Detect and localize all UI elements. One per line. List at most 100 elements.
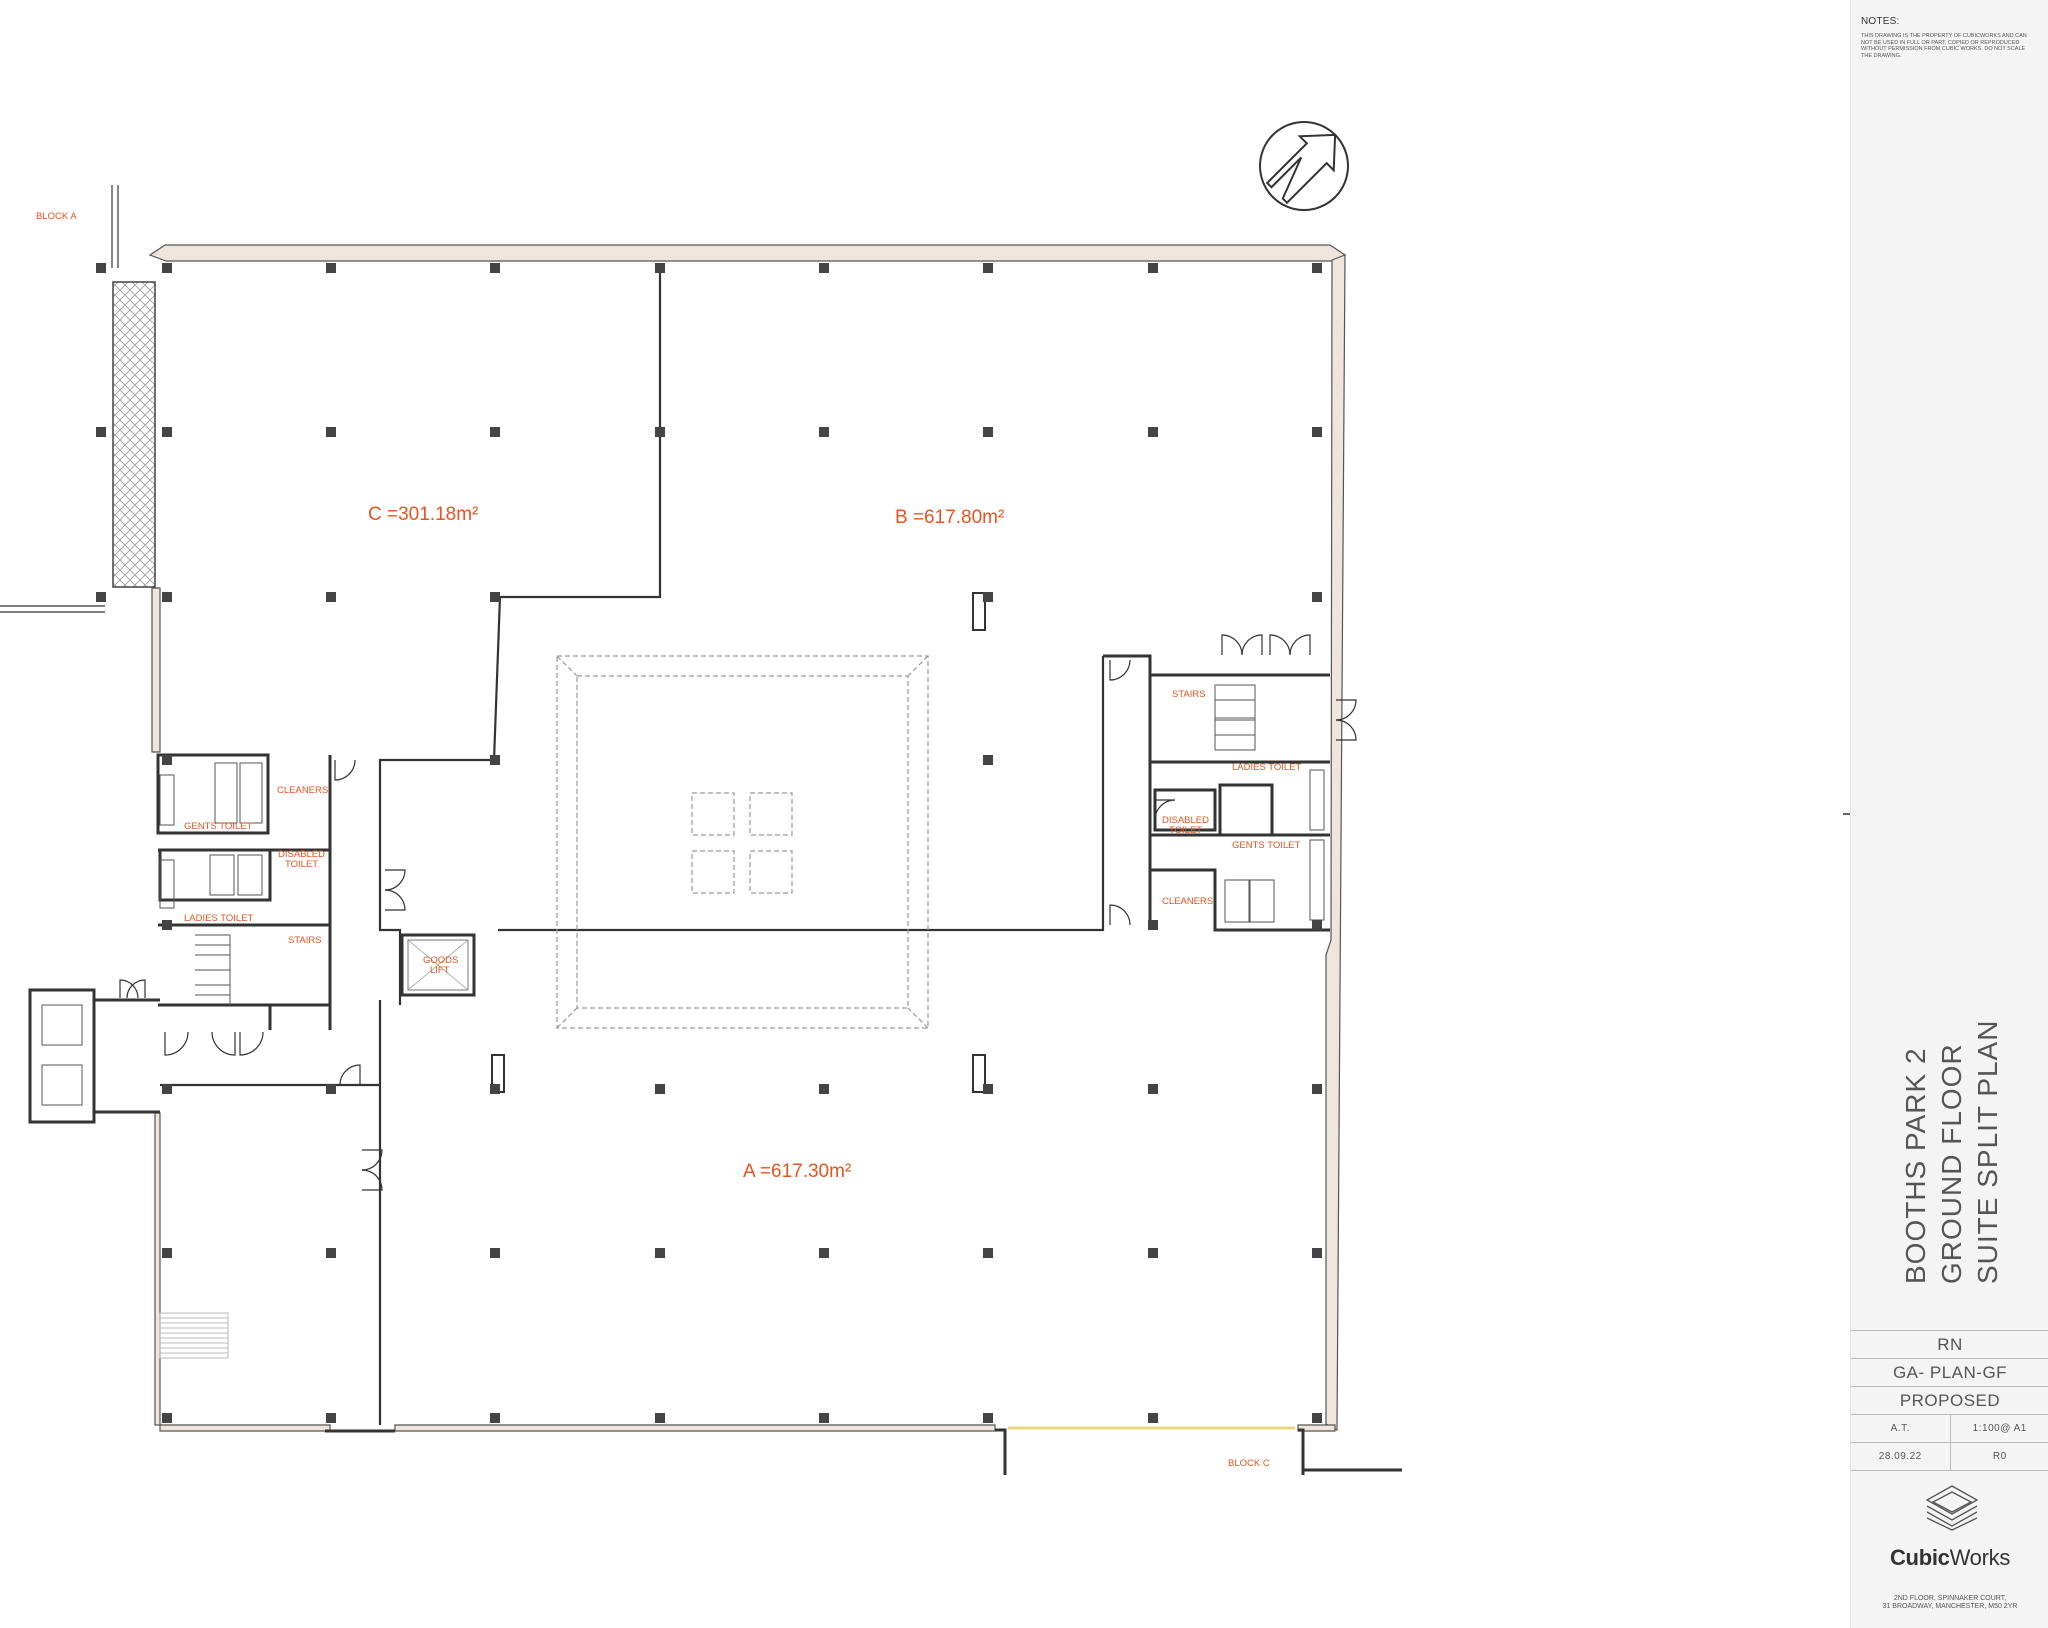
date-revision-row: 28.09.22 R0: [1851, 1443, 2048, 1471]
structural-column: [326, 1413, 336, 1423]
structural-column: [96, 427, 106, 437]
area-b-label: B =617.80m²: [895, 507, 1004, 528]
drawn-scale-row: A.T. 1:100@ A1: [1851, 1415, 2048, 1443]
status-cell: PROPOSED: [1851, 1387, 2048, 1415]
atrium-void: [556, 655, 929, 1029]
company-address: 2ND FLOOR, SPINNAKER COURT, 31 BROADWAY,…: [1851, 1595, 2048, 1611]
structural-column: [162, 427, 172, 437]
cleaners-left-label: CLEANERS: [277, 785, 328, 796]
structural-column: [162, 592, 172, 602]
structural-column: [326, 1084, 336, 1094]
structural-column: [655, 427, 665, 437]
floor-plan-drawing: C =301.18m² B =617.80m² A =617.30m² BLOC…: [0, 121, 1850, 1475]
facade: [148, 244, 1347, 1432]
notes-heading: NOTES:: [1861, 16, 1900, 27]
structural-column: [819, 263, 829, 273]
doors: [119, 634, 1357, 1191]
structural-column: [819, 1248, 829, 1258]
stairs-right-label: STAIRS: [1172, 689, 1206, 700]
structural-column: [983, 263, 993, 273]
structural-column: [1312, 1248, 1322, 1258]
right-core-fixtures: [1214, 684, 1325, 923]
block-a-boundary: [0, 185, 119, 613]
structural-column: [490, 755, 500, 765]
logo-name-regular: Works: [1949, 1545, 2011, 1570]
structural-column: [819, 1413, 829, 1423]
cleaners-right-label: CLEANERS: [1162, 896, 1213, 907]
structural-column: [490, 1084, 500, 1094]
structural-column: [326, 427, 336, 437]
area-c-label: C =301.18m²: [368, 504, 478, 525]
scale-cell: 1:100@ A1: [1972, 1423, 2027, 1434]
address-line-1: 2ND FLOOR, SPINNAKER COURT,: [1893, 1595, 2007, 1602]
structural-column: [655, 263, 665, 273]
structural-column: [983, 1413, 993, 1423]
structural-column: [326, 263, 336, 273]
left-core: [28, 753, 332, 1124]
drawn-by-cell: A.T.: [1851, 1415, 1951, 1442]
ladies-toilet-right-label: LADIES TOILET: [1232, 762, 1302, 773]
cube-stack-icon: [1925, 1485, 1979, 1531]
structural-column: [490, 427, 500, 437]
structural-column: [655, 1248, 665, 1258]
structural-column: [162, 263, 172, 273]
structural-column: [490, 1413, 500, 1423]
drawing-number-cell: GA- PLAN-GF: [1851, 1359, 2048, 1387]
revision-cell: R0: [1992, 1451, 2007, 1462]
notes-text: THIS DRAWING IS THE PROPERTY OF CUBICWOR…: [1861, 33, 2027, 59]
structural-column: [162, 1084, 172, 1094]
structural-column: [983, 427, 993, 437]
structural-column: [1312, 427, 1322, 437]
structural-column: [490, 263, 500, 273]
plant-grille: [159, 1312, 229, 1359]
initials-cell: RN: [1851, 1331, 2048, 1359]
title-block: NOTES: THIS DRAWING IS THE PROPERTY OF C…: [1850, 0, 2048, 1628]
structural-column: [655, 1084, 665, 1094]
structural-column: [983, 592, 993, 602]
structural-column: [655, 1413, 665, 1423]
structural-column: [326, 592, 336, 602]
structural-column: [819, 427, 829, 437]
logo-name-bold: Cubic: [1889, 1545, 1950, 1570]
structural-column: [162, 1248, 172, 1258]
address-line-2: 31 BROADWAY, MANCHESTER, M50 2YR: [1882, 1603, 2018, 1610]
structural-column: [326, 1248, 336, 1258]
ladies-toilet-left-label: LADIES TOILET: [184, 913, 254, 924]
structural-column: [819, 1084, 829, 1094]
column-grid: [96, 263, 1322, 1423]
structural-column: [1148, 427, 1158, 437]
structural-column: [983, 1084, 993, 1094]
block-c-boundary: [325, 1428, 1402, 1475]
gents-toilet-left-label: GENTS TOILET: [184, 821, 252, 832]
structural-column: [96, 263, 106, 273]
structural-column: [1312, 1413, 1322, 1423]
gents-toilet-right-label: GENTS TOILET: [1232, 840, 1300, 851]
goods-lift-box: [400, 933, 476, 997]
structural-column: [1148, 920, 1158, 930]
structural-column: [1148, 1084, 1158, 1094]
link-bridge: [112, 281, 156, 588]
area-a-label: A =617.30m²: [743, 1161, 851, 1182]
structural-column: [162, 920, 172, 930]
structural-column: [1148, 1248, 1158, 1258]
structural-column: [490, 1248, 500, 1258]
company-logo-text: CubicWorks: [1851, 1545, 2048, 1571]
structural-column: [1312, 1084, 1322, 1094]
structural-column: [1312, 920, 1322, 930]
title-line-3: SUITE SPLIT PLAN: [1972, 1019, 2003, 1284]
structural-column: [1312, 592, 1322, 602]
structural-column: [96, 592, 106, 602]
structural-column: [983, 755, 993, 765]
drawing-title: BOOTHS PARK 2 GROUND FLOOR SUITE SPLIT P…: [1861, 990, 2043, 1320]
north-arrow-icon: [1259, 121, 1349, 211]
structural-column: [1148, 263, 1158, 273]
structural-column: [162, 755, 172, 765]
left-core-fixtures: [41, 762, 263, 1106]
structural-column: [1148, 1413, 1158, 1423]
right-core: [1103, 654, 1330, 932]
structural-column: [162, 1413, 172, 1423]
structural-column: [490, 592, 500, 602]
